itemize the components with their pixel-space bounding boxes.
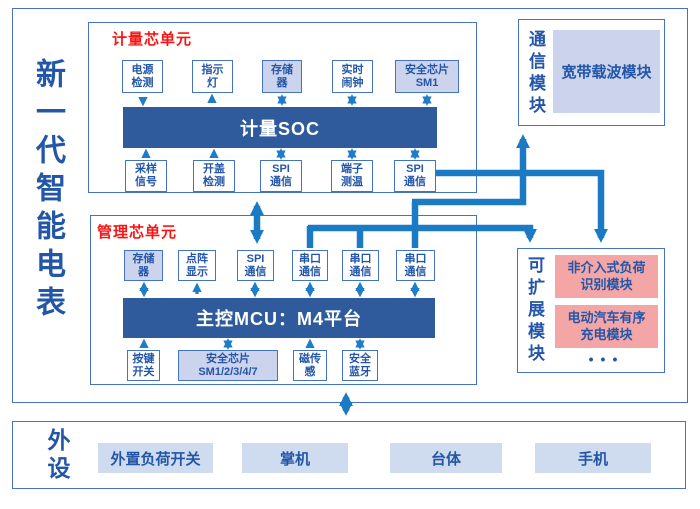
metering-soc-bar: 计量SOC [123, 107, 437, 148]
box-security-chip-sm1: 安全芯片 SM1 [395, 60, 459, 93]
expand-module-label: 可扩展模块 [525, 256, 544, 366]
box-memory-metering: 存储 器 [262, 60, 302, 93]
box-test-bench: 台体 [390, 443, 502, 473]
box-serial-comm-3: 串口 通信 [396, 250, 435, 281]
box-power-detect: 电源 检测 [122, 60, 163, 93]
box-terminal-temp: 端子 测温 [331, 160, 373, 192]
box-external-load-switch: 外置负荷开关 [98, 443, 213, 473]
box-ev-ordered-charging: 电动汽车有序 充电模块 [555, 305, 658, 348]
box-memory-mgmt: 存储 器 [124, 250, 163, 281]
box-magnetic-sensor: 磁传 感 [293, 350, 327, 381]
box-security-chips-sm: 安全芯片 SM1/2/3/4/7 [178, 350, 278, 381]
more-modules-dots: ••• [588, 351, 625, 367]
box-secure-bluetooth: 安全 蓝牙 [342, 350, 378, 381]
metering-unit-label: 计量芯单元 [112, 31, 193, 48]
box-rtc: 实时 闹钟 [332, 60, 373, 93]
box-broadband-plc: 宽带载波模块 [553, 30, 660, 113]
comm-module-label: 通信模块 [526, 30, 545, 118]
box-indicator-led: 指示 灯 [192, 60, 233, 93]
box-spi-comm-mgmt: SPI 通信 [237, 250, 274, 281]
box-serial-comm-2: 串口 通信 [342, 250, 379, 281]
box-spi-comm-metering: SPI 通信 [260, 160, 302, 192]
page-title: 新一代智能电表 [31, 58, 64, 324]
box-serial-comm-1: 串口 通信 [292, 250, 328, 281]
peripherals-label: 外设 [44, 428, 70, 484]
main-mcu-bar: 主控MCU：M4平台 [123, 298, 435, 338]
box-dot-matrix-display: 点阵 显示 [178, 250, 216, 281]
box-handheld-unit: 掌机 [242, 443, 348, 473]
box-cover-open-detect: 开盖 检测 [193, 160, 235, 192]
box-mobile-phone: 手机 [535, 443, 651, 473]
box-non-intrusive-load-id: 非介入式负荷 识别模块 [555, 255, 658, 298]
box-sampling-signal: 采样 信号 [125, 160, 167, 192]
management-unit-label: 管理芯单元 [97, 224, 178, 241]
box-key-switch: 按键 开关 [127, 350, 160, 381]
box-spi-comm-metering-right: SPI 通信 [394, 160, 436, 192]
